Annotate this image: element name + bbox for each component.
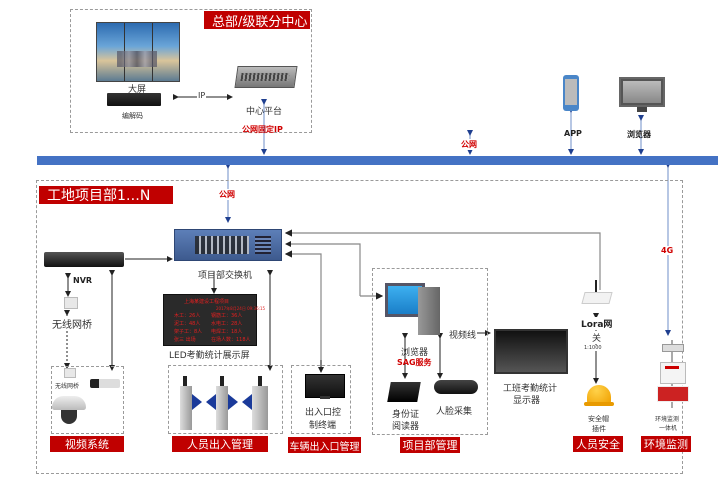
wireless-bridge-icon — [64, 297, 78, 309]
site-public-net-label: 公网 — [219, 189, 235, 200]
category-personnel-safety: 人员安全 — [573, 436, 623, 452]
lora-label-1: Lora网 — [581, 317, 613, 330]
category-video-system: 视频系统 — [50, 436, 124, 452]
display-label-2: 显示器 — [513, 396, 541, 406]
helmet-label-2: 插件 — [592, 425, 606, 433]
led-cell: 架子工：8人 — [174, 329, 203, 335]
hq-box — [70, 9, 312, 133]
led-cell: 在场人数：118人 — [211, 337, 251, 343]
video-system-box — [51, 366, 124, 434]
personnel-gate-box — [168, 365, 283, 434]
switch-label: 项目部交换机 — [198, 271, 253, 281]
id-reader-label-1: 身份证 — [392, 410, 420, 420]
decoder-label: 编解码 — [122, 112, 143, 120]
category-project-management: 项目部管理 — [400, 437, 460, 453]
turnstile-gates-image — [178, 372, 274, 430]
switch-pc-line — [286, 243, 361, 296]
face-capture-label: 人脸采集 — [436, 407, 473, 417]
led-cell: 钢筋工：36人 — [211, 313, 243, 319]
lora-label-2: 关 — [592, 331, 602, 344]
platform-label: 中心平台 — [246, 107, 283, 117]
nvr-image — [44, 252, 124, 267]
led-screen-label: LED考勤统计展示屏 — [169, 351, 250, 361]
attendance-display-image — [494, 329, 568, 374]
led-cell: 泥工：48人 — [174, 321, 201, 327]
decoder-image — [107, 93, 161, 106]
gate-control-terminal-image — [305, 374, 345, 398]
video-wall-label: 大屏 — [128, 85, 147, 95]
lora-ratio-label: 1:1000 — [584, 345, 602, 351]
led-date: 2017年8月24日 09:36:15 — [216, 306, 266, 311]
display-label-1: 工班考勤统计 — [503, 384, 558, 394]
app-label: APP — [564, 129, 582, 138]
sag-service-label: SAG服务 — [397, 358, 432, 367]
pc-tower-icon — [418, 287, 440, 335]
network-bus — [37, 156, 718, 165]
bullet-camera-icon — [90, 379, 120, 388]
bridge-label: 无线网桥 — [52, 316, 92, 331]
mobile-app-icon — [563, 75, 579, 111]
browser-label: 浏览器 — [627, 130, 651, 139]
wireless-bridge-small-icon — [64, 368, 76, 378]
public-net-label: 公网 — [461, 139, 477, 150]
led-cell: 电焊工：18人 — [211, 329, 243, 335]
nvr-label: NVR — [73, 276, 93, 285]
env-label-1: 环境监测 — [655, 416, 680, 423]
video-cable-label: 视频线 — [449, 328, 477, 341]
vehicle-gate-box — [291, 365, 351, 434]
ip-link-label: IP — [197, 91, 207, 100]
pc-browser-label: 浏览器 — [401, 348, 429, 358]
switch-lora-line — [284, 229, 601, 290]
project-management-box — [372, 268, 488, 435]
led-header: 上海某建设工程项目 — [184, 299, 230, 305]
category-environment-monitoring: 环境监测 — [641, 436, 691, 452]
bridge-small-label: 无线网桥 — [55, 383, 80, 390]
gate-terminal-label-2: 制终端 — [309, 421, 337, 431]
category-personnel-access: 人员出入管理 — [172, 436, 268, 452]
gate-terminal-label-1: 出入口控 — [305, 408, 342, 418]
face-capture-icon — [434, 380, 478, 394]
led-attendance-screen: 上海某建设工程项目 2017年8月24日 09:36:15 木工：26人 钢筋工… — [163, 294, 265, 346]
platform-server-image — [234, 66, 298, 88]
site-title: 工地项目部1…N — [39, 186, 173, 204]
env-label-2: 一体机 — [659, 425, 678, 432]
led-cell: 木工：26人 — [174, 313, 201, 319]
cellular-label: 4G — [661, 246, 674, 255]
switch-gate-terminal-line — [284, 250, 322, 372]
lora-gateway-icon — [581, 292, 613, 304]
browser-monitor-icon — [619, 77, 665, 107]
dome-camera-icon — [52, 396, 86, 426]
lora-antenna-icon — [595, 280, 597, 292]
id-card-reader-icon — [387, 382, 421, 402]
video-wall-image — [96, 22, 180, 82]
site-box — [36, 180, 683, 474]
led-cell: 水电工：28人 — [211, 321, 243, 327]
hq-title: 总部/级联分中心 — [204, 11, 310, 30]
environment-monitor-image — [654, 340, 690, 410]
led-cell: 张三 出场 — [174, 337, 196, 343]
safety-helmet-icon — [584, 385, 614, 407]
helmet-label-1: 安全帽 — [588, 415, 609, 423]
id-reader-label-2: 阅读器 — [392, 422, 420, 432]
project-switch-image — [174, 229, 282, 261]
category-vehicle-access: 车辆出入口管理 — [288, 437, 361, 453]
public-ip-label: 公网固定IP — [242, 125, 283, 134]
